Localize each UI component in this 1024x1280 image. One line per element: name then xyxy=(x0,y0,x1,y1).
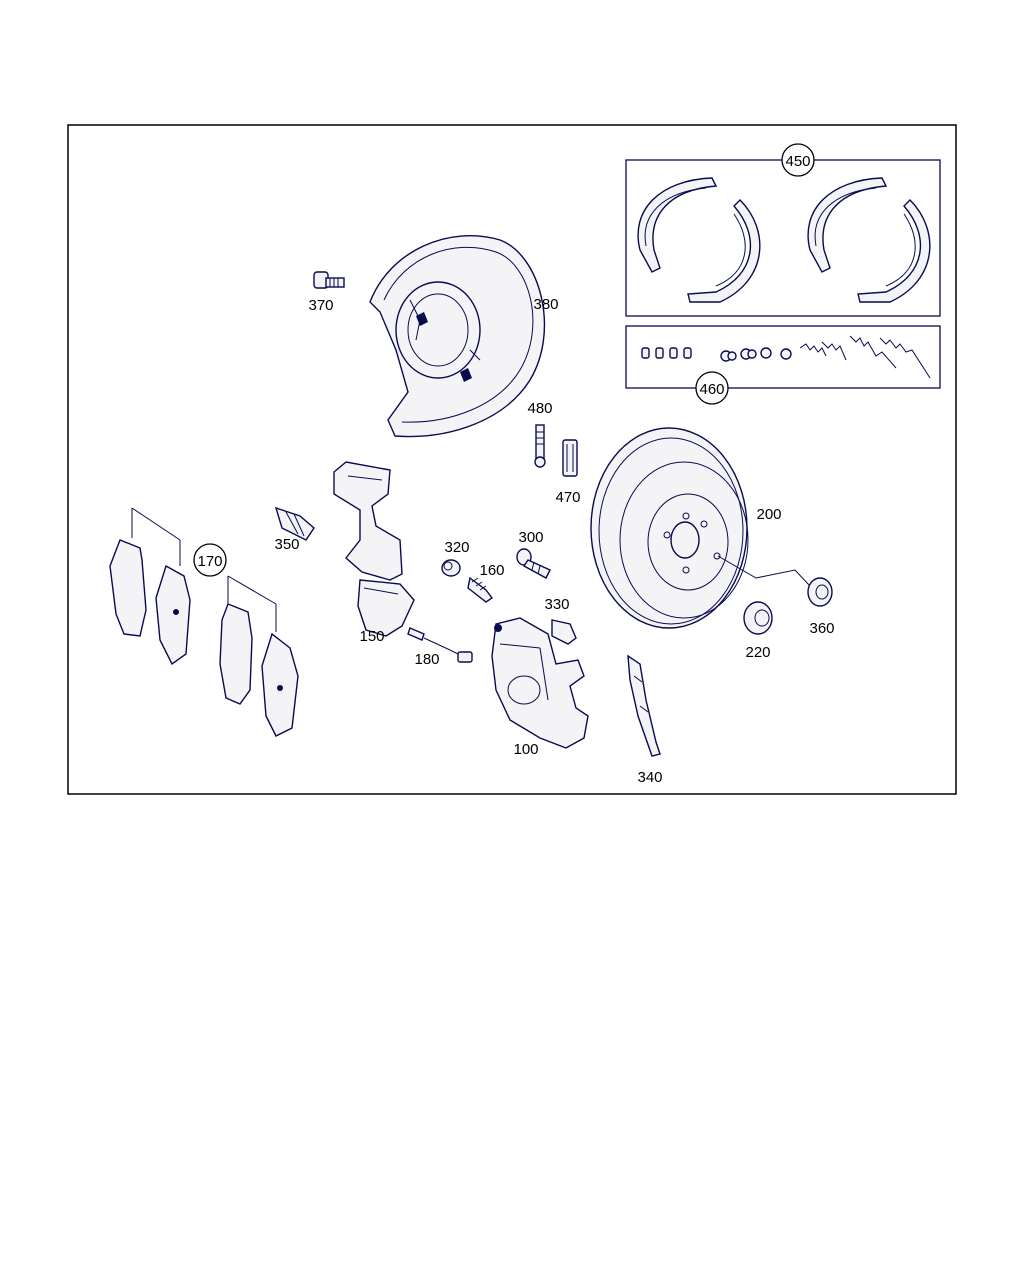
bushing-350: 350 xyxy=(274,506,315,553)
cap-330: 330 xyxy=(544,596,577,645)
caliper-100: 100 xyxy=(491,617,589,758)
label-370: 370 xyxy=(308,297,333,314)
label-200: 200 xyxy=(756,506,781,523)
hardware-springs xyxy=(799,335,931,379)
label-350: 350 xyxy=(274,536,299,553)
label-100: 100 xyxy=(513,741,538,758)
label-360: 360 xyxy=(809,620,834,637)
brake-pads-170: 170 xyxy=(109,507,299,737)
label-220: 220 xyxy=(745,644,770,661)
nut-360: 360 xyxy=(717,555,835,637)
label-170: 170 xyxy=(197,553,222,570)
hardware-pins xyxy=(641,347,692,359)
hardware-kit-group: 460 xyxy=(625,325,941,405)
label-150: 150 xyxy=(359,628,384,645)
label-470: 470 xyxy=(555,489,580,506)
label-460: 460 xyxy=(699,381,724,398)
guide-pin-480: 480 xyxy=(527,400,553,468)
caliper-carrier-150: 150 xyxy=(333,461,415,645)
backing-plate-380: 380 xyxy=(369,235,559,438)
boot-320: 320 xyxy=(441,539,470,577)
bolt-300: 300 xyxy=(516,529,551,579)
brake-shoe-kit-group: 450 xyxy=(625,143,941,317)
bolt-370: 370 xyxy=(308,271,345,314)
label-450: 450 xyxy=(785,153,810,170)
label-300: 300 xyxy=(518,529,543,546)
wear-sensor-180: 180 xyxy=(407,627,473,668)
bleeder-160: 160 xyxy=(467,562,505,603)
callout-circle-170 xyxy=(193,543,227,577)
label-380: 380 xyxy=(533,296,558,313)
hardware-cups xyxy=(720,347,792,362)
label-340: 340 xyxy=(637,769,662,786)
spring-clip-340: 340 xyxy=(627,654,663,786)
brake-disc-200: 200 xyxy=(590,427,782,629)
label-180: 180 xyxy=(414,651,439,668)
label-160: 160 xyxy=(479,562,504,579)
brake-shoe-right xyxy=(807,177,931,303)
label-320: 320 xyxy=(444,539,469,556)
screw-220: 220 xyxy=(743,601,773,661)
label-330: 330 xyxy=(544,596,569,613)
callout-circle-450 xyxy=(781,143,815,177)
callout-circle-460 xyxy=(695,371,729,405)
hardware-kit-box xyxy=(625,325,941,389)
brake-shoe-left xyxy=(637,177,761,303)
label-480: 480 xyxy=(527,400,552,417)
diagram-frame xyxy=(67,124,957,795)
clip-470: 470 xyxy=(555,439,581,506)
